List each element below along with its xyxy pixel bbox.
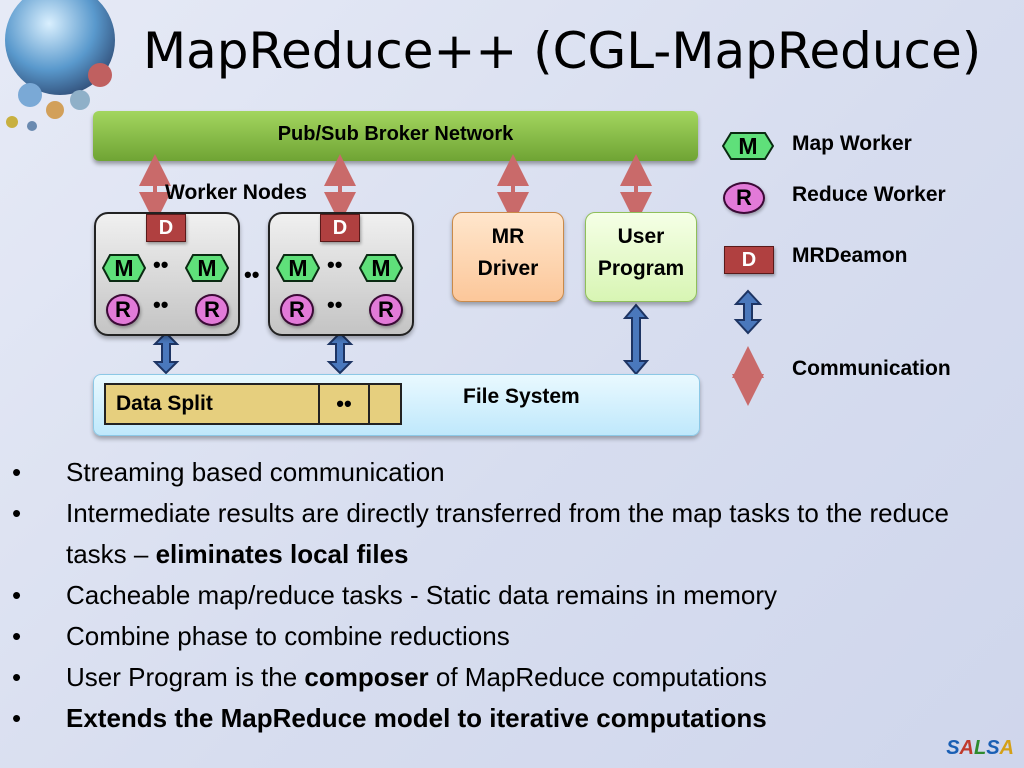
ellipsis: ••: [153, 252, 169, 277]
salsa-logo: SALSA: [946, 737, 1014, 759]
ellipsis: ••: [327, 292, 343, 317]
data-arrow-node2: [326, 331, 354, 375]
ellipsis: ••: [153, 292, 169, 317]
bullet-item: Cacheable map/reduce tasks - Static data…: [0, 575, 996, 616]
pubsub-broker-network: Pub/Sub Broker Network: [93, 111, 698, 161]
map-worker: M: [185, 254, 229, 282]
legend-reduce-icon: R: [723, 182, 765, 214]
reduce-worker: R: [369, 294, 403, 326]
legend-daemon-icon: D: [724, 246, 774, 274]
map-worker: M: [359, 254, 403, 282]
bullet-item: Extends the MapReduce model to iterative…: [0, 698, 996, 739]
daemon-box: D: [320, 214, 360, 242]
ellipsis: ••: [327, 252, 343, 277]
legend-reduce-worker: Reduce Worker: [792, 183, 946, 206]
legend-communication: Communication: [792, 357, 951, 380]
reduce-worker: R: [106, 294, 140, 326]
map-worker: M: [276, 254, 320, 282]
ellipsis: ••: [244, 262, 260, 287]
data-split-cell: [370, 383, 402, 425]
bullet-list: Streaming based communication Intermedia…: [0, 452, 1024, 739]
bullet-item: User Program is the composer of MapReduc…: [0, 657, 996, 698]
bullet-item: Combine phase to combine reductions: [0, 616, 996, 657]
broker-label: Pub/Sub Broker Network: [277, 123, 514, 145]
page-title: MapReduce++ (CGL-MapReduce): [143, 22, 982, 80]
data-arrow-node1: [152, 331, 180, 375]
data-arrow-user: [622, 303, 650, 376]
legend-mrdaemon: MRDeamon: [792, 244, 908, 267]
bullet-item: Streaming based communication: [0, 452, 996, 493]
bullet-item: Intermediate results are directly transf…: [0, 493, 996, 575]
file-system-label: File System: [463, 385, 580, 408]
worker-nodes-label: Worker Nodes: [165, 181, 307, 204]
legend-map-icon: M: [722, 132, 774, 160]
user-program-box: User Program: [585, 212, 697, 302]
globe-logo-icon: [5, 0, 115, 131]
data-split-cell: ••: [320, 383, 370, 425]
daemon-box: D: [146, 214, 186, 242]
data-split-cell: Data Split: [104, 383, 292, 425]
mr-driver-box: MR Driver: [452, 212, 564, 302]
data-split-cell: [288, 383, 320, 425]
data-arrow-legend: [733, 289, 763, 335]
reduce-worker: R: [280, 294, 314, 326]
reduce-worker: R: [195, 294, 229, 326]
legend-map-worker: Map Worker: [792, 132, 912, 155]
map-worker: M: [102, 254, 146, 282]
